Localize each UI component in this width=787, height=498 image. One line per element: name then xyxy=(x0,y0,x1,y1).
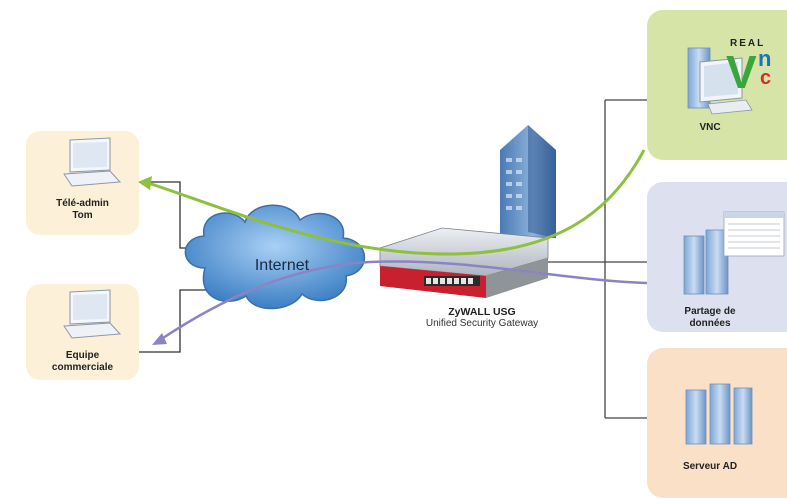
zywall-usg-device-icon xyxy=(379,227,549,298)
logo-real-text: REAL xyxy=(730,38,765,49)
partage-servers-icon xyxy=(683,211,785,295)
vnc-label: VNC xyxy=(699,122,721,133)
serveur-ad-icon xyxy=(685,383,753,445)
green-vpn-tunnel xyxy=(144,149,646,256)
purple-vpn-tunnel xyxy=(159,260,648,342)
partage-label: Partage de données xyxy=(670,306,750,330)
teleadmin-line2: Tom xyxy=(72,210,93,221)
equipe-label: Equipe commerciale xyxy=(40,350,125,374)
equipe-line2: commerciale xyxy=(51,362,114,373)
vnc-computer-icon xyxy=(687,47,753,115)
logo-n-text: n xyxy=(758,46,771,71)
logo-c-text: c xyxy=(760,67,771,89)
purple-arrowhead xyxy=(152,333,167,345)
teleadmin-label: Télé-admin Tom xyxy=(40,198,125,222)
equipe-line1: Equipe xyxy=(65,350,100,361)
server-links xyxy=(548,99,647,419)
internet-cloud-icon xyxy=(184,204,366,310)
partage-line2: données xyxy=(689,318,731,329)
firewall-name: ZyWALL USG xyxy=(448,306,516,318)
logo-v-text: V xyxy=(726,46,757,98)
internet-label: Internet xyxy=(255,257,310,274)
building-icon xyxy=(500,125,556,238)
firewall-label: ZyWALL USG Unified Security Gateway xyxy=(402,306,562,330)
realvnc-logo: REAL V n c xyxy=(726,38,771,98)
serveur-label: Serveur AD xyxy=(682,461,738,472)
laptop-equipe-icon xyxy=(63,289,122,339)
partage-line1: Partage de xyxy=(684,306,736,317)
green-arrowhead xyxy=(138,176,152,190)
firewall-subtitle: Unified Security Gateway xyxy=(425,318,539,329)
laptop-teleadmin-icon xyxy=(63,137,122,187)
teleadmin-line1: Télé-admin xyxy=(56,198,109,209)
